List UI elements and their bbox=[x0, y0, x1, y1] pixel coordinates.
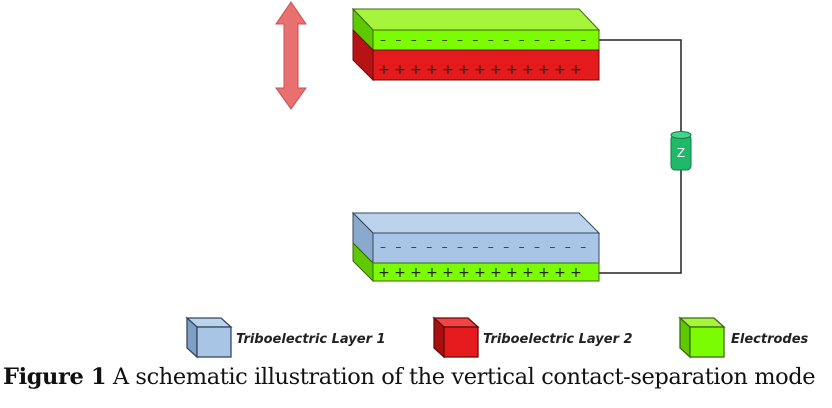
legend-label-electrodes: Electrodes bbox=[731, 332, 809, 347]
negative-charge: – bbox=[442, 240, 448, 254]
positive-charge: + bbox=[522, 62, 534, 78]
negative-charge: – bbox=[395, 240, 401, 254]
load-label: Z bbox=[677, 146, 685, 160]
negative-charge: – bbox=[411, 240, 417, 254]
motion-arrow-icon bbox=[275, 1, 307, 110]
negative-charge: – bbox=[457, 33, 463, 47]
positive-charge: + bbox=[490, 62, 502, 78]
positive-charge: + bbox=[426, 265, 438, 281]
legend-label-triboelectric-layer-1: Triboelectric Layer 1 bbox=[236, 332, 386, 347]
positive-charge: + bbox=[554, 265, 566, 281]
bottom-triboelectric-layer-1 bbox=[351, 211, 601, 265]
figure-caption: Figure 1 A schematic illustration of the… bbox=[3, 364, 829, 390]
figure-number: Figure 1 bbox=[3, 364, 107, 390]
positive-charge: + bbox=[570, 62, 582, 78]
positive-charge: + bbox=[458, 62, 470, 78]
positive-charge: + bbox=[538, 62, 550, 78]
negative-charge: – bbox=[426, 240, 432, 254]
positive-charge: + bbox=[506, 62, 518, 78]
negative-charge: – bbox=[519, 33, 525, 47]
positive-charge: + bbox=[570, 265, 582, 281]
negative-charges-bottom: –––––––––––––– bbox=[380, 240, 586, 254]
top-electrode bbox=[351, 7, 601, 52]
negative-charge: – bbox=[534, 33, 540, 47]
green-cube-icon bbox=[678, 316, 726, 359]
negative-charges-top: –––––––––––––– bbox=[380, 33, 586, 47]
negative-charge: – bbox=[380, 33, 386, 47]
negative-charge: – bbox=[395, 33, 401, 47]
positive-charge: + bbox=[378, 62, 390, 78]
positive-charge: + bbox=[410, 265, 422, 281]
caption-text: A schematic illustration of the vertical… bbox=[106, 364, 816, 390]
negative-charge: – bbox=[472, 33, 478, 47]
negative-charge: – bbox=[549, 33, 555, 47]
negative-charge: – bbox=[457, 240, 463, 254]
negative-charge: – bbox=[472, 240, 478, 254]
negative-charge: – bbox=[580, 240, 586, 254]
negative-charge: – bbox=[380, 240, 386, 254]
negative-charge: – bbox=[580, 33, 586, 47]
positive-charge: + bbox=[474, 265, 486, 281]
circuit-wire bbox=[599, 39, 682, 274]
red-cube-icon bbox=[432, 316, 480, 359]
blue-cube-icon bbox=[185, 316, 233, 359]
bottom-electrode bbox=[352, 241, 600, 283]
positive-charge: + bbox=[474, 62, 486, 78]
negative-charge: – bbox=[488, 240, 494, 254]
negative-charge: – bbox=[426, 33, 432, 47]
positive-charges-bottom: +++++++++++++ bbox=[378, 265, 582, 281]
positive-charge: + bbox=[394, 62, 406, 78]
negative-charge: – bbox=[565, 33, 571, 47]
positive-charge: + bbox=[394, 265, 406, 281]
negative-charge: – bbox=[549, 240, 555, 254]
positive-charge: + bbox=[458, 265, 470, 281]
positive-charge: + bbox=[522, 265, 534, 281]
negative-charge: – bbox=[503, 33, 509, 47]
positive-charge: + bbox=[426, 62, 438, 78]
positive-charge: + bbox=[538, 265, 550, 281]
negative-charge: – bbox=[442, 33, 448, 47]
positive-charge: + bbox=[442, 265, 454, 281]
positive-charge: + bbox=[378, 265, 390, 281]
negative-charge: – bbox=[519, 240, 525, 254]
negative-charge: – bbox=[534, 240, 540, 254]
negative-charge: – bbox=[411, 33, 417, 47]
positive-charge: + bbox=[554, 62, 566, 78]
negative-charge: – bbox=[488, 33, 494, 47]
positive-charge: + bbox=[442, 62, 454, 78]
legend-label-triboelectric-layer-2: Triboelectric Layer 2 bbox=[483, 332, 633, 347]
positive-charges-top: +++++++++++++ bbox=[378, 62, 582, 78]
negative-charge: – bbox=[565, 240, 571, 254]
positive-charge: + bbox=[506, 265, 518, 281]
positive-charge: + bbox=[410, 62, 422, 78]
top-triboelectric-layer-2 bbox=[352, 28, 600, 82]
negative-charge: – bbox=[503, 240, 509, 254]
load-impedance: Z bbox=[670, 131, 692, 171]
positive-charge: + bbox=[490, 265, 502, 281]
